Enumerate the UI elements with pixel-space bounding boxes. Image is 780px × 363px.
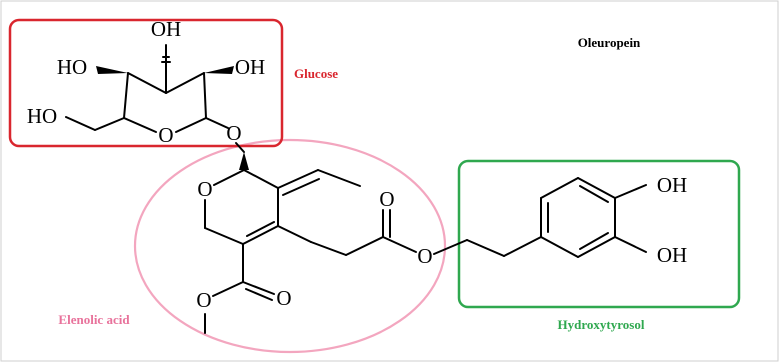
hydroxytyrosol-box	[457, 159, 741, 309]
glycosidic-oxygen: O	[226, 121, 241, 145]
glucose-box	[8, 18, 284, 148]
wedge-bond-ho	[96, 66, 128, 74]
glucose-oh-top: OH	[151, 17, 181, 41]
methyl-ester-carbonyl-oxygen: O	[276, 286, 291, 310]
phenol-oh-upper: OH	[657, 173, 687, 197]
phenol-oh-lower: OH	[657, 243, 687, 267]
elenolic-acid-ellipse	[133, 138, 447, 354]
hydroxytyrosol-label: Hydroxytyrosol	[558, 317, 645, 332]
pyran-ring-oxygen: O	[197, 177, 212, 201]
methyl-ester-oxygen: O	[196, 288, 211, 312]
ester-carbonyl-oxygen: O	[379, 187, 394, 211]
elenolic-bonds	[204, 169, 468, 334]
figure-title: Oleuropein	[578, 35, 641, 50]
glucose-ring-oxygen: O	[158, 123, 173, 147]
glucose-bonds	[65, 44, 245, 153]
ester-oxygen: O	[417, 244, 432, 268]
wedge-bond-oh	[204, 66, 234, 74]
elenolic-acid-label: Elenolic acid	[58, 312, 130, 327]
glucose-oh-right: OH	[235, 55, 265, 79]
glucose-ho-left: HO	[57, 55, 87, 79]
wedge-bond-glycosidic	[239, 152, 249, 170]
hydroxytyrosol-bonds	[466, 177, 647, 258]
glucose-label: Glucose	[294, 66, 338, 81]
glucose-ho-ch2: HO	[27, 104, 57, 128]
hashed-bond	[161, 56, 171, 63]
